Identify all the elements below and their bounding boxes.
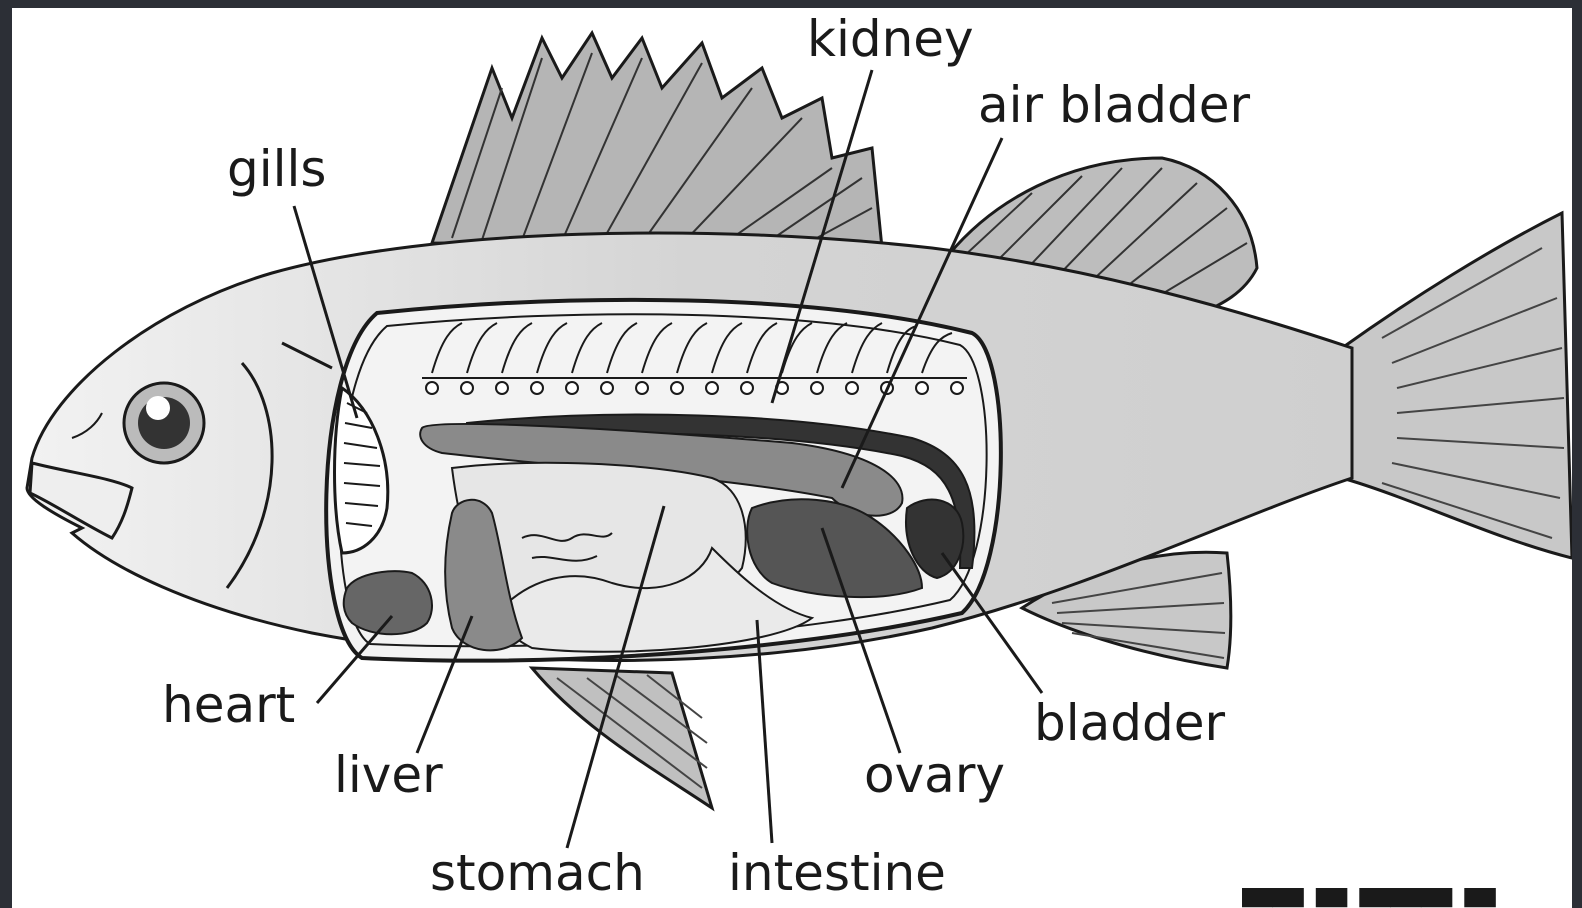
ovary-label: ovary xyxy=(864,750,1005,800)
image-credit: ▀▀ ▀ ▀▀▀ ▀ xyxy=(1242,888,1572,908)
eye-highlight xyxy=(146,396,170,420)
gills-label: gills xyxy=(227,144,326,194)
heart-label: heart xyxy=(162,680,295,730)
stomach-label: stomach xyxy=(430,848,645,898)
air-bladder-label: air bladder xyxy=(978,80,1250,130)
liver-label: liver xyxy=(334,750,443,800)
pelvic-fin xyxy=(532,668,712,808)
kidney-label: kidney xyxy=(807,14,974,64)
bladder-label: bladder xyxy=(1034,698,1225,748)
diagram-frame: kidney air bladder gills heart liver sto… xyxy=(12,8,1572,908)
credit-glyphs: ▀▀ ▀ ▀▀▀ ▀ xyxy=(1242,888,1572,908)
heart-organ xyxy=(344,571,432,634)
intestine-label: intestine xyxy=(728,848,946,898)
